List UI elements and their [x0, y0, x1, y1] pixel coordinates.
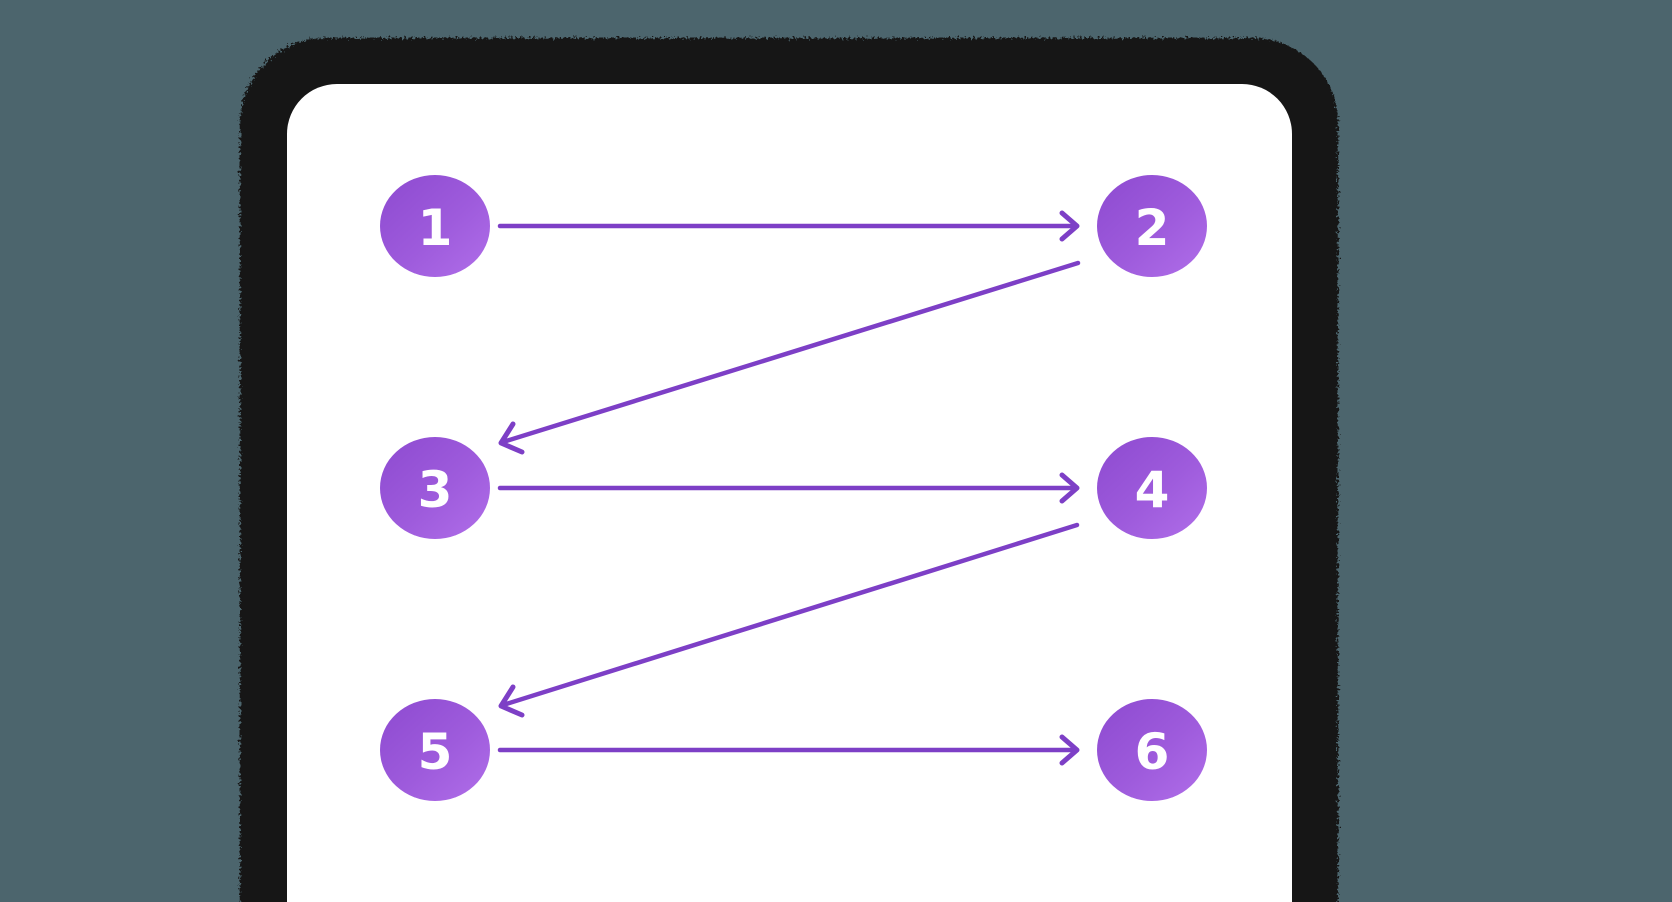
arrow-right-icon — [1059, 210, 1080, 242]
edge-1-to-2 — [497, 210, 1080, 242]
edge-3-to-4 — [497, 472, 1080, 504]
node-circle — [1097, 437, 1207, 539]
node-label: 4 — [1135, 461, 1170, 519]
node-circle — [1097, 175, 1207, 277]
node-3: 3 — [380, 437, 490, 539]
edge-5-to-6 — [497, 734, 1080, 766]
arrow-right-icon — [1059, 734, 1080, 766]
node-label: 5 — [418, 723, 453, 781]
node-circle — [380, 437, 490, 539]
node-2: 2 — [1097, 175, 1207, 277]
node-circle — [380, 175, 490, 277]
edge-line-4-5 — [500, 522, 1080, 708]
arrow-down-left-icon — [498, 684, 525, 718]
edge-4-to-5 — [498, 522, 1080, 718]
node-1: 1 — [380, 175, 490, 277]
card — [287, 84, 1292, 902]
arrow-right-icon — [1059, 472, 1080, 504]
edge-line-2-3 — [500, 260, 1081, 445]
node-6: 6 — [1097, 699, 1207, 801]
node-4: 4 — [1097, 437, 1207, 539]
node-circle — [380, 699, 490, 801]
edge-2-to-3 — [498, 260, 1081, 455]
node-5: 5 — [380, 699, 490, 801]
node-label: 2 — [1135, 199, 1170, 257]
node-label: 1 — [418, 199, 453, 257]
node-circle — [1097, 699, 1207, 801]
node-label: 3 — [418, 461, 453, 519]
arrow-down-left-icon — [498, 421, 525, 455]
node-label: 6 — [1135, 723, 1170, 781]
